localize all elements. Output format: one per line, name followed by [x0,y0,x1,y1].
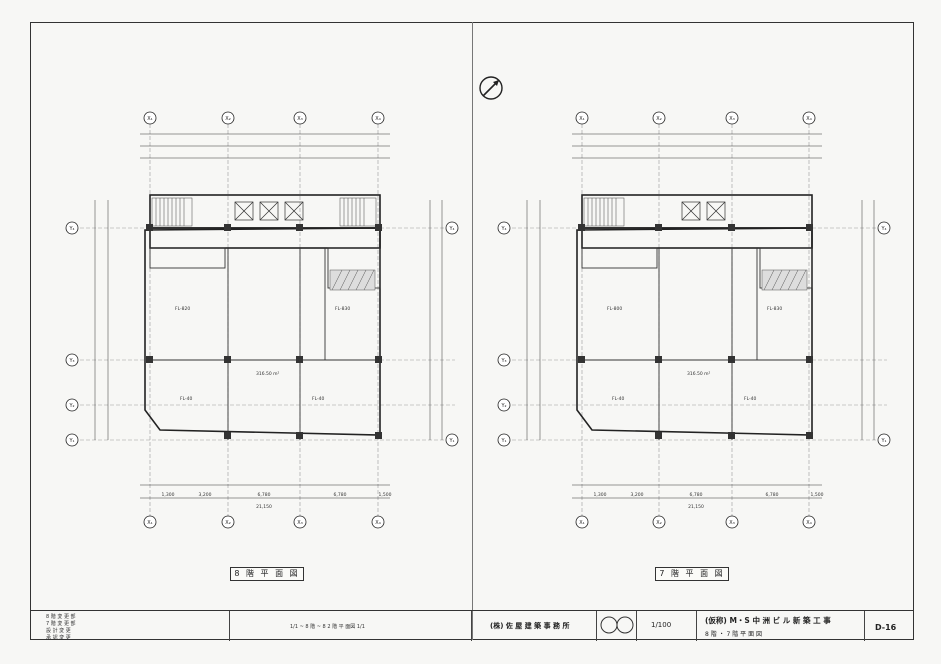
room-label: FL-40 [744,396,757,402]
axis-x1-top: X₁ [147,116,152,122]
axis-x3-bottom: X₃ [297,520,302,526]
area-label: 316.50 m² [687,371,711,377]
axis-y4-right: Y₄ [448,226,454,232]
dim-label: 1,300 [162,492,175,498]
axis-x3-bottom: X₃ [729,520,734,526]
sheet-divider [472,22,473,640]
plan-title-8f: 8 階 平 面 図 [230,567,304,581]
dim-label: 1,500 [811,492,824,498]
sheet-number-cell: D-16 [865,611,914,641]
dim-total: 21,150 [688,504,704,510]
room-label: FL-820 [175,306,190,312]
axis-y1-left: Y₁ [500,438,506,444]
axis-y4-left: Y₄ [68,226,74,232]
room-label: FL-800 [607,306,622,312]
sheet-title: 8 階 ・ 7 階 平 面 図 [705,631,762,638]
title-block: 8 階 変 更 部 7 階 変 更 部 設 計 変 更 承 認 変 更 1/1 … [30,610,914,641]
dim-total: 21,150 [256,504,272,510]
axis-y4-right: Y₄ [880,226,886,232]
axis-x2-bottom: X₂ [656,520,661,526]
axis-x1-bottom: X₁ [579,520,584,526]
dim-label: 6,780 [690,492,703,498]
room-label: FL-830 [335,306,350,312]
project-name: (仮称) M・S 中 洲 ビ ル 新 築 工 事 [705,616,831,625]
project-cell: (仮称) M・S 中 洲 ビ ル 新 築 工 事 8 階 ・ 7 階 平 面 図 [697,611,865,641]
dim-label: 1,500 [379,492,392,498]
axis-y1-left: Y₁ [68,438,74,444]
axis-x4-top: X₄ [806,116,811,122]
revision-note-cell: 1/1 ~ 8 階 ~ 8 2 階 平 面図 1/1 [230,611,472,641]
axis-x2-top: X₂ [225,116,230,122]
axis-y4-left: Y₄ [500,226,506,232]
axis-x4-top: X₄ [375,116,380,122]
axis-y2-left: Y₂ [68,403,74,409]
floor-plan-7f: X₁ X₂ X₃ X₄ X₁ X₂ X₃ X₄ Y₄ Y₃ Y₂ Y₁ Y₄ Y… [497,111,891,529]
plan-title-7f: 7 階 平 面 図 [655,567,729,581]
revision-table: 8 階 変 更 部 7 階 変 更 部 設 計 変 更 承 認 変 更 [30,611,230,641]
sheet-number: D-16 [875,623,897,632]
axis-y1-right: Y₁ [448,438,454,444]
room-label: FL-40 [312,396,325,402]
axis-x4-bottom: X₄ [806,520,811,526]
axis-x2-top: X₂ [656,116,661,122]
dim-label: 6,780 [766,492,779,498]
dim-label: 6,780 [334,492,347,498]
axis-y3-left: Y₃ [500,358,506,364]
north-arrow-icon [479,76,503,100]
floor-plan-8f: X₁ X₂ X₃ X₄ X₁ X₂ X₃ X₄ Y₄ Y₃ Y₂ Y₁ Y₄ Y… [65,111,459,529]
dim-label: 6,780 [258,492,271,498]
revision-row: 承 認 変 更 [46,635,71,641]
dim-label: 3,200 [199,492,212,498]
area-label: 316.50 m² [256,371,280,377]
revision-row: 8 階 変 更 部 [46,614,76,620]
dim-label: 1,300 [594,492,607,498]
axis-x3-top: X₃ [297,116,302,122]
revision-note: 1/1 ~ 8 階 ~ 8 2 階 平 面図 1/1 [290,624,365,630]
axis-y3-left: Y₃ [68,358,74,364]
dim-label: 3,200 [631,492,644,498]
axis-x4-bottom: X₄ [375,520,380,526]
office-seal-icon [600,616,634,634]
room-label: FL-40 [612,396,625,402]
revision-row: 7 階 変 更 部 [46,621,76,627]
axis-x1-top: X₁ [579,116,584,122]
seal-cell [597,611,637,641]
scale-cell: 1/100 [637,611,697,641]
axis-x1-bottom: X₁ [147,520,152,526]
axis-y2-left: Y₂ [500,403,506,409]
office-cell: (株) 佐 屋 建 築 事 務 所 [472,611,597,641]
axis-x2-bottom: X₂ [225,520,230,526]
scale-value: 1/100 [651,621,672,629]
room-label: FL-830 [767,306,782,312]
revision-row: 設 計 変 更 [46,628,71,634]
office-name: (株) 佐 屋 建 築 事 務 所 [490,622,570,630]
room-label: FL-40 [180,396,193,402]
axis-x3-top: X₃ [729,116,734,122]
axis-y1-right: Y₁ [880,438,886,444]
